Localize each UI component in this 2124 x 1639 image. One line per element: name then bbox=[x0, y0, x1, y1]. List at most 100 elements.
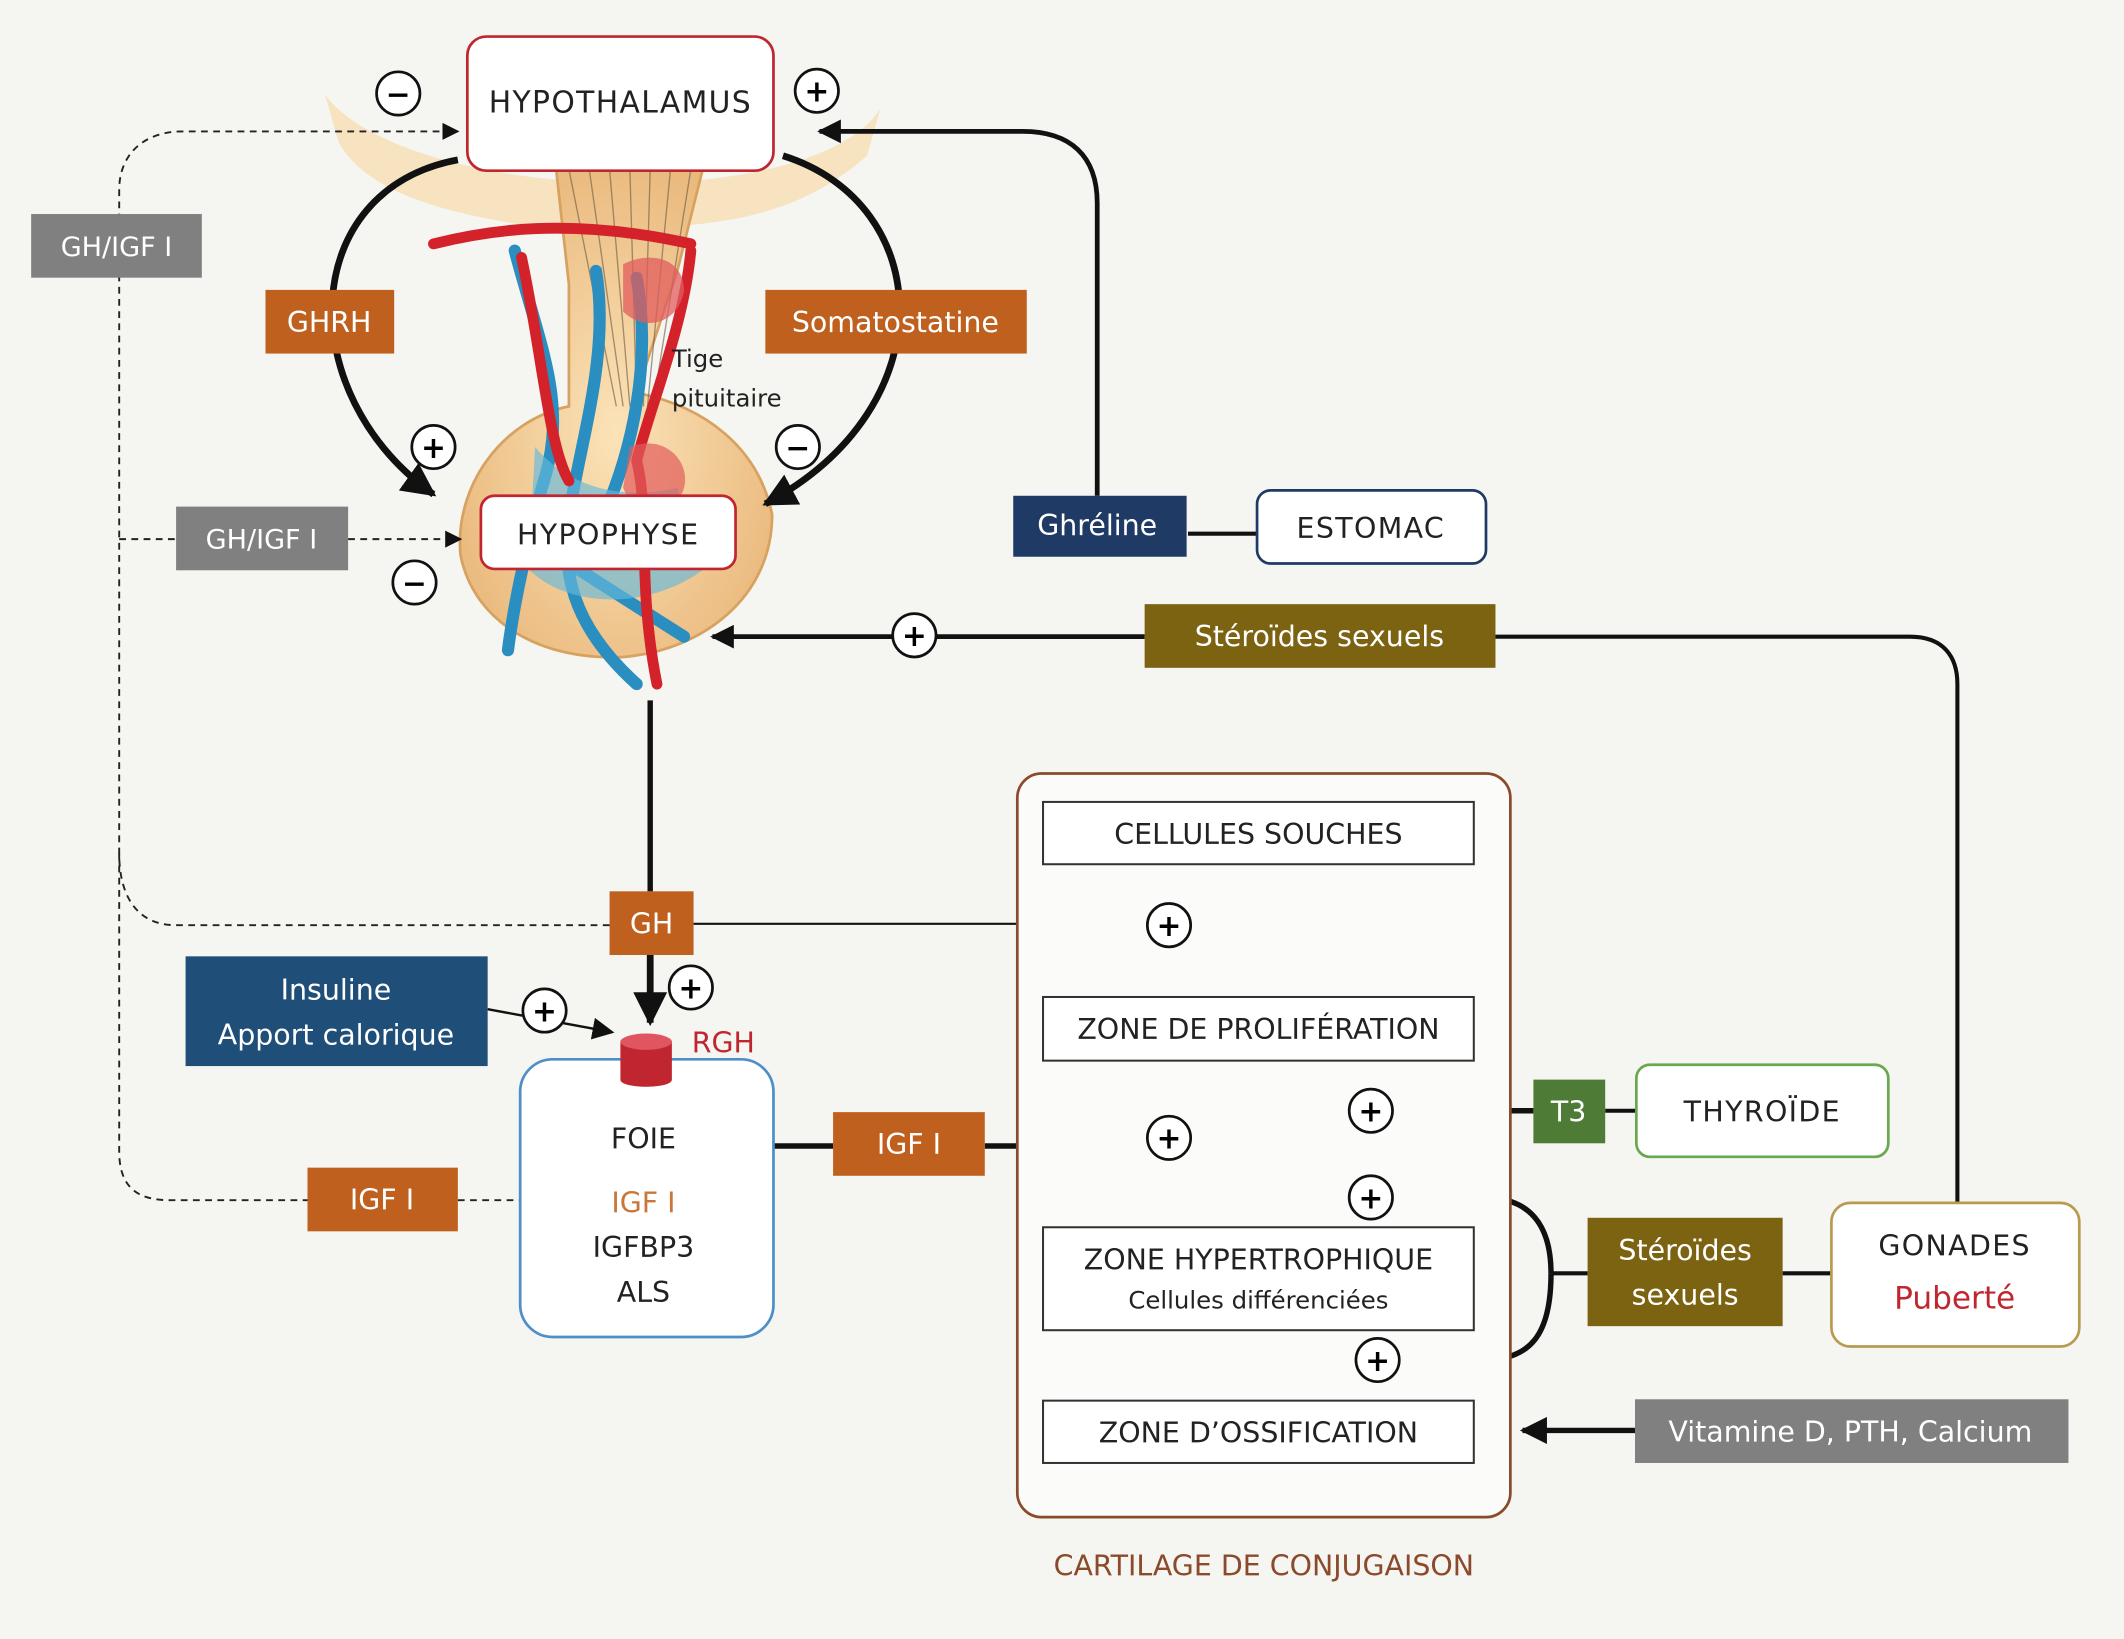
plus-sign: + bbox=[793, 67, 840, 114]
ghreline-arrow bbox=[817, 119, 1100, 496]
svg-text:−: − bbox=[386, 77, 411, 112]
zone-box-proliferation bbox=[1042, 995, 1475, 1062]
svg-text:+: + bbox=[1358, 1181, 1383, 1216]
feedback-hypothalamus bbox=[118, 122, 610, 927]
plus-sign: + bbox=[1354, 1336, 1401, 1384]
svg-text:−: − bbox=[402, 566, 427, 601]
estomac-label: ESTOMAC bbox=[1297, 512, 1446, 545]
ghigf-top-bg bbox=[31, 214, 202, 278]
estomac-box[interactable]: ESTOMAC bbox=[1255, 489, 1488, 565]
foie-label: FOIE bbox=[611, 1123, 676, 1156]
ghrh-bg bbox=[265, 289, 395, 354]
igf-left-text: IGF I bbox=[350, 1184, 414, 1217]
igf-right-text: IGF I bbox=[877, 1128, 941, 1161]
svg-text:+: + bbox=[1157, 1122, 1182, 1157]
igf-left-bg bbox=[307, 1167, 458, 1232]
minus-sign: − bbox=[375, 70, 422, 117]
hypothalamus-tissue bbox=[325, 94, 881, 229]
cartilage-caption: CARTILAGE DE CONJUGAISON bbox=[1054, 1549, 1474, 1582]
zone-hypertrophique-sub: Cellules différenciées bbox=[1128, 1286, 1388, 1315]
gh-text: GH bbox=[630, 907, 673, 940]
steroides-top-text: Stéroïdes sexuels bbox=[1195, 620, 1444, 653]
hypothalamus-box[interactable]: HYPOTHALAMUS bbox=[465, 35, 775, 173]
receptor-cap bbox=[620, 1033, 672, 1050]
insuline-tag: Insuline Apport calorique bbox=[185, 956, 488, 1067]
zone-cellules-souches: CELLULES SOUCHES bbox=[1114, 818, 1402, 851]
minus-sign: − bbox=[391, 559, 438, 606]
minus-sign: − bbox=[774, 423, 821, 471]
ghreline-tag: Ghréline bbox=[1013, 495, 1187, 557]
ghigf-mid-bg bbox=[176, 506, 349, 571]
ghrh-text: GHRH bbox=[287, 306, 372, 339]
steroides-cart-bg bbox=[1587, 1217, 1783, 1327]
foie-box[interactable]: FOIE IGF I IGFBP3 ALS bbox=[518, 1057, 775, 1339]
gonades-box[interactable]: GONADES Puberté bbox=[1830, 1201, 2081, 1348]
hypothalamus-label: HYPOTHALAMUS bbox=[489, 85, 752, 120]
insuline-bg bbox=[185, 956, 488, 1067]
steroides-top-tag: Stéroïdes sexuels bbox=[1144, 604, 1496, 668]
feedback-igf bbox=[118, 853, 521, 1202]
foie-igfbp3: IGFBP3 bbox=[593, 1231, 695, 1264]
svg-text:+: + bbox=[678, 971, 703, 1006]
puberte-label: Puberté bbox=[1894, 1281, 2015, 1317]
igf-right-tag: IGF I bbox=[833, 1112, 985, 1176]
estomac-frame bbox=[1255, 489, 1488, 565]
plus-sign: + bbox=[1347, 1087, 1394, 1134]
ghigf-tag-top: GH/IGF I bbox=[31, 214, 202, 278]
somatostatine-bg bbox=[765, 289, 1027, 354]
cartilage-container bbox=[1015, 772, 1512, 1519]
capillary-red bbox=[623, 257, 685, 323]
ghigf-mid-text: GH/IGF I bbox=[206, 525, 318, 556]
ghigf-top-text: GH/IGF I bbox=[61, 232, 173, 263]
zone-box-souches bbox=[1042, 800, 1475, 866]
somatostatine-tag: Somatostatine bbox=[765, 289, 1027, 354]
plus-sign: + bbox=[1145, 1114, 1193, 1161]
plus-sign: + bbox=[1347, 1174, 1394, 1221]
t3-bg bbox=[1533, 1079, 1606, 1144]
gonades-label: GONADES bbox=[1878, 1230, 2031, 1263]
hypothalamus-frame bbox=[465, 35, 775, 173]
posterior-red bbox=[623, 443, 686, 511]
plus-sign: + bbox=[410, 423, 457, 471]
svg-text:−: − bbox=[785, 431, 810, 466]
zone-box-ossification bbox=[1042, 1399, 1475, 1464]
zone-hypertrophique: ZONE HYPERTROPHIQUE bbox=[1084, 1243, 1433, 1276]
svg-text:+: + bbox=[902, 619, 927, 654]
svg-text:+: + bbox=[532, 994, 557, 1029]
ghigf-tag-mid: GH/IGF I bbox=[176, 506, 349, 571]
feedback-dashed-lines bbox=[118, 122, 610, 1202]
gh-bg bbox=[609, 891, 694, 955]
plus-sign: + bbox=[891, 612, 938, 659]
thyroide-label: THYROÏDE bbox=[1683, 1096, 1841, 1129]
foie-igf: IGF I bbox=[611, 1186, 675, 1219]
zone-proliferation: ZONE DE PROLIFÉRATION bbox=[1077, 1012, 1439, 1046]
t3-text: T3 bbox=[1550, 1096, 1586, 1129]
vitamine-tag: Vitamine D, PTH, Calcium bbox=[1634, 1399, 2069, 1463]
cartilage-zones bbox=[1042, 800, 1475, 1464]
plus-sign: + bbox=[667, 964, 714, 1011]
rgh-label: RGH bbox=[692, 1027, 755, 1060]
hormone-tags: GH/IGF I GH/IGF I GHRH Somatostatine Ghr… bbox=[31, 214, 2069, 1463]
tige-label: Tige bbox=[671, 344, 723, 373]
svg-text:+: + bbox=[804, 75, 829, 110]
svg-text:+: + bbox=[1157, 909, 1182, 944]
hypophyse-frame bbox=[479, 494, 737, 571]
thyroide-box[interactable]: THYROÏDE bbox=[1634, 1063, 1890, 1159]
ghrh-tag: GHRH bbox=[265, 289, 395, 354]
artery-red bbox=[428, 222, 697, 690]
sign-markers: − + + − − + + + + + + + + bbox=[375, 67, 1401, 1384]
svg-text:+: + bbox=[1358, 1095, 1383, 1130]
hypophyse-box[interactable]: HYPOPHYSE bbox=[479, 494, 737, 571]
pituitaire-label: pituitaire bbox=[672, 383, 782, 412]
plus-sign: + bbox=[521, 987, 568, 1034]
zone-box-hypertrophique bbox=[1042, 1226, 1475, 1332]
somatostatine-text: Somatostatine bbox=[792, 306, 999, 339]
thyroide-frame bbox=[1634, 1063, 1890, 1159]
steroides-top-bg bbox=[1144, 604, 1496, 668]
vitamine-text: Vitamine D, PTH, Calcium bbox=[1668, 1415, 2032, 1448]
apport-calorique-text: Apport calorique bbox=[218, 1018, 454, 1051]
plus-sign: + bbox=[1145, 902, 1193, 949]
t3-tag: T3 bbox=[1533, 1079, 1606, 1144]
